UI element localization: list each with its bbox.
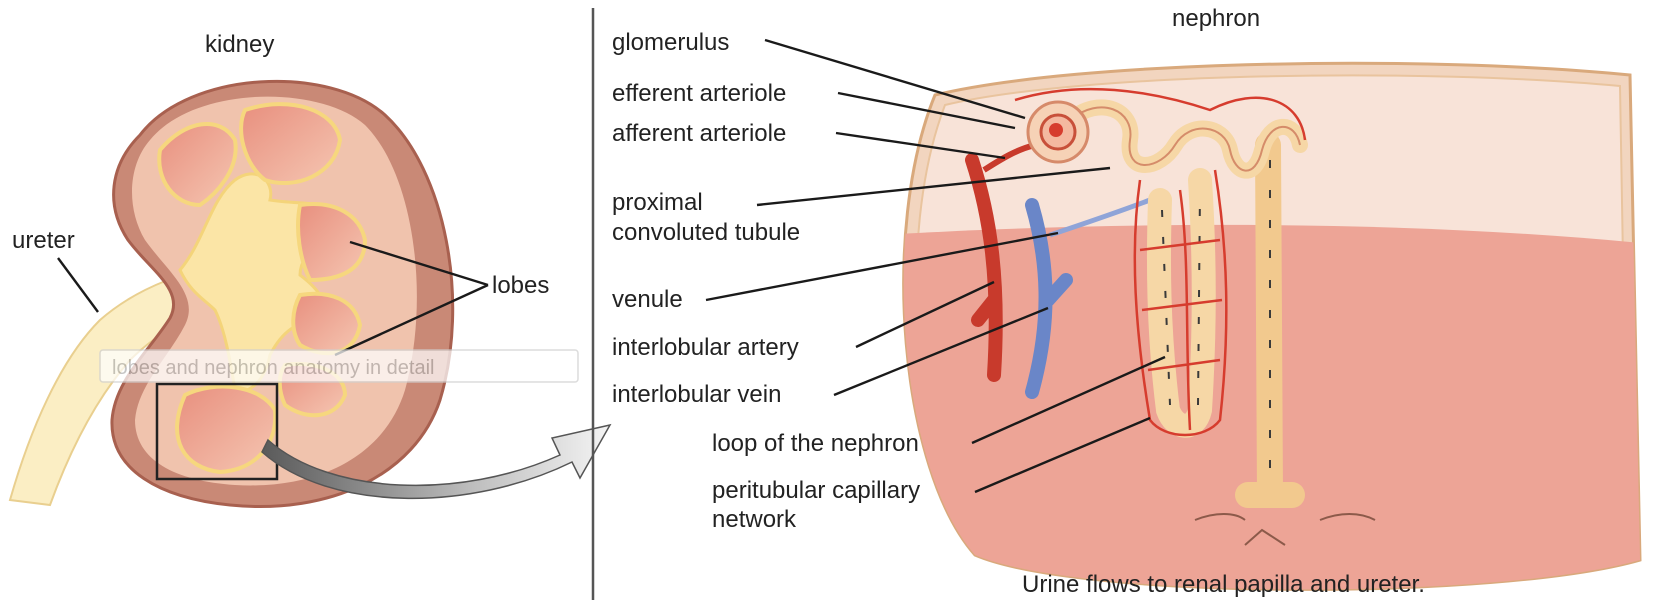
- urine-flow-caption: Urine flows to renal papilla and ureter.: [1022, 571, 1425, 598]
- kidney-title: kidney: [205, 31, 274, 58]
- afferent-arteriole-label: afferent arteriole: [612, 120, 786, 147]
- interlobular-vein-label: interlobular vein: [612, 381, 781, 408]
- ureter-leader: [58, 258, 98, 312]
- kidney-illustration: [10, 81, 453, 506]
- peritubular-network-label-line1: peritubular capillary: [712, 477, 920, 504]
- hover-tooltip: lobes and nephron anatomy in detail: [100, 350, 578, 382]
- glomerulus: [1028, 102, 1088, 162]
- glomerulus-label: glomerulus: [612, 29, 729, 56]
- venule-label: venule: [612, 286, 683, 313]
- peritubular-network-label-line2: network: [712, 506, 797, 533]
- interlobular-artery-label: interlobular artery: [612, 334, 799, 361]
- ureter-label: ureter: [12, 227, 75, 254]
- efferent-arteriole-label: efferent arteriole: [612, 80, 786, 107]
- loop-of-nephron-label: loop of the nephron: [712, 430, 919, 457]
- proximal-tubule-label-line1: proximal: [612, 189, 703, 216]
- glomerulus-leader: [765, 40, 1025, 118]
- lobes-label: lobes: [492, 272, 549, 299]
- nephron-title: nephron: [1172, 5, 1260, 32]
- tooltip-text: lobes and nephron anatomy in detail: [112, 357, 434, 379]
- proximal-tubule-label-line2: convoluted tubule: [612, 219, 800, 246]
